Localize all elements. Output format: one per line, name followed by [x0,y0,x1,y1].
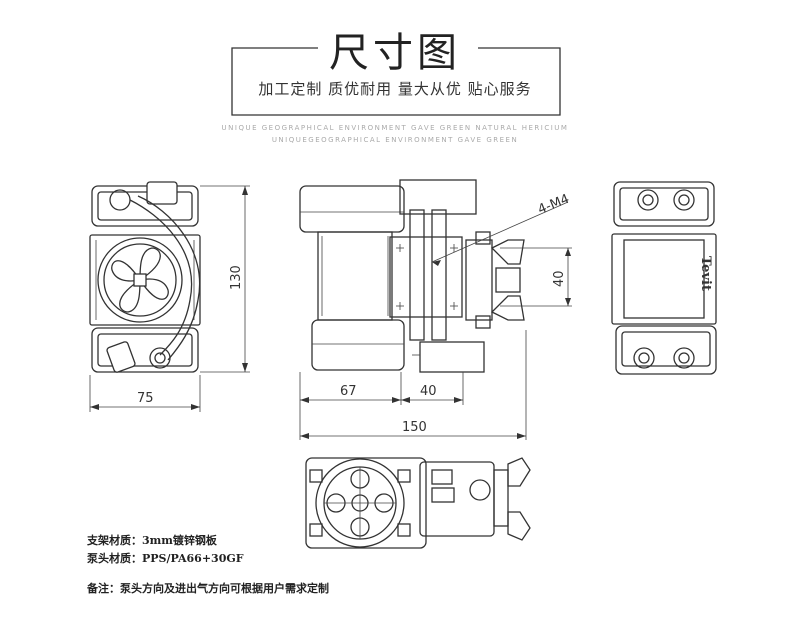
english-tagline-2: UNIQUEGEOGRAPHICAL ENVIRONMENT GAVE GREE… [271,136,519,144]
back-view [611,181,717,375]
dim-hole-span-40: 40 [552,270,567,287]
dim-40: 40 [420,384,437,399]
dim-150: 150 [402,420,427,435]
page-subtitle: 加工定制 质优耐用 量大从优 贴心服务 [258,80,532,98]
english-tagline-1: UNIQUE GEOGRAPHICAL ENVIRONMENT GAVE GRE… [221,124,569,132]
front-view [89,181,250,412]
dim-width-75: 75 [137,391,154,406]
title-frame [231,47,561,116]
note-pump-head-material: 泵头材质：PPS/PA66+30GF [87,552,244,565]
dim-holes-4-m4: 4-M4 [536,192,572,218]
bottom-view [305,457,531,549]
note-bracket-material: 支架材质：3mm镀锌钢板 [87,534,217,547]
side-view [299,179,572,440]
brand-logo: Tevit [698,256,713,291]
note-remark: 备注：泵头方向及进出气方向可根据用户需求定制 [87,582,329,595]
dim-67: 67 [340,384,357,399]
page-title: 尺寸图 [329,30,461,76]
dim-height-130: 130 [229,265,244,290]
